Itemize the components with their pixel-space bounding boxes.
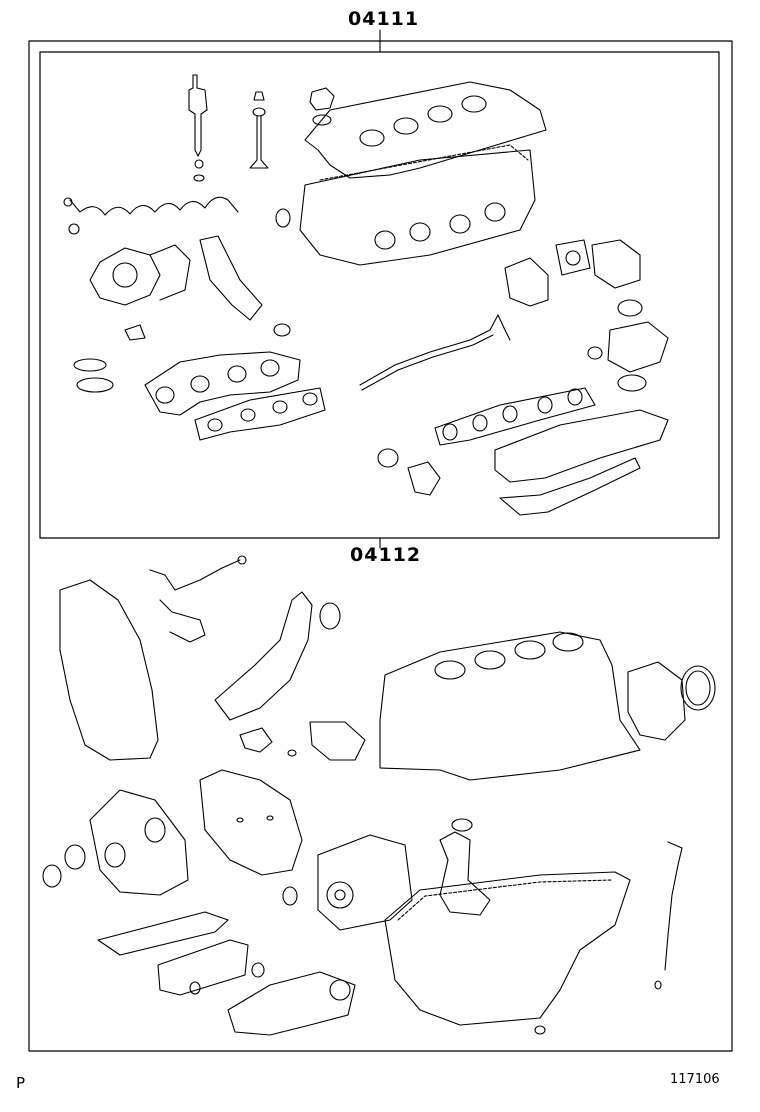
illustration-number: 117106 (670, 1072, 720, 1087)
exhaust-pipe-part (199, 235, 263, 321)
oil-pan-part (384, 871, 631, 1026)
oil-cooler-part (157, 939, 249, 996)
oil-level-gauge-part (664, 841, 683, 971)
egr-valve-part (607, 321, 669, 373)
exhaust-manifold-gasket-part (194, 387, 326, 441)
injector-part (188, 74, 208, 182)
oil-strainer-part (439, 831, 491, 916)
rear-oil-seal-retainer-part (627, 661, 686, 741)
oil-cooler-gasket-part (97, 911, 229, 956)
water-inlet-pipe-part (214, 591, 313, 721)
cylinder-head-cover-part (304, 81, 547, 179)
cylinder-head-part (299, 149, 536, 266)
group-label-04112[interactable]: 04112 (350, 544, 422, 566)
valve-part (249, 91, 269, 169)
page-mark: P (16, 1074, 26, 1092)
exhaust-manifold-part (144, 351, 301, 416)
oil-filler-cap-part (309, 87, 335, 126)
intake-connector-part (504, 257, 549, 307)
intake-manifold-part (494, 409, 669, 483)
water-pump-gasket-part (239, 727, 273, 753)
turbocharger-part (89, 244, 191, 306)
group-04111-frame (39, 51, 720, 539)
egr-tube-part (359, 314, 511, 386)
timing-cover-lower-part (199, 769, 303, 876)
gasket-part (73, 358, 107, 372)
oil-pump-gasket-part (309, 721, 366, 761)
injection-pump-part (317, 834, 413, 931)
glow-plug-wire-part (69, 196, 239, 216)
oil-pipe-part (149, 559, 241, 591)
timing-case-part (89, 789, 189, 896)
cylinder-block-part (379, 631, 641, 781)
timing-cover-upper-part (59, 579, 159, 761)
water-bypass-pipe-part (499, 457, 641, 516)
throttle-body-part (591, 239, 641, 289)
seal-ring-part (275, 208, 291, 228)
group-label-04111[interactable]: 04111 (348, 8, 420, 30)
water-pump-part (227, 971, 356, 1036)
water-outlet-part (407, 461, 441, 496)
intake-manifold-gasket-part (434, 387, 596, 446)
flange-gasket-part (555, 239, 591, 276)
